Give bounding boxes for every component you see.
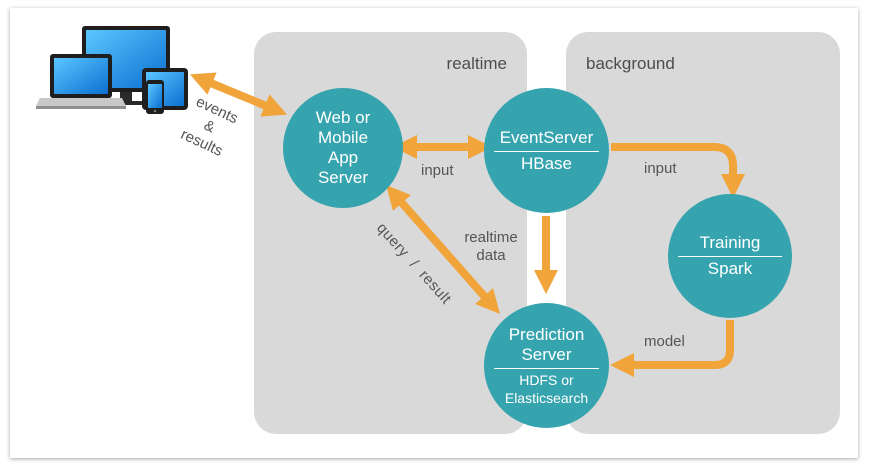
training-subtitle: Spark <box>707 259 753 278</box>
devices-illustration <box>36 26 188 114</box>
phone-icon <box>146 80 164 114</box>
prediction-divider <box>494 367 599 369</box>
arrow-devices-web <box>189 72 288 117</box>
training-title: Training <box>699 233 761 252</box>
training-divider <box>677 256 783 257</box>
realtime-data-line-2: data <box>476 247 506 264</box>
eventserver-title: EventServer <box>499 127 594 147</box>
background-panel-title: background <box>586 54 675 73</box>
prediction-subtitle-2: Elasticsearch <box>504 389 589 406</box>
arrow-eventserver-training <box>611 143 745 198</box>
laptop-icon <box>36 54 126 109</box>
web-node-line-1: Web or <box>315 108 371 127</box>
realtime-data-line-1: realtime <box>464 229 518 246</box>
realtime-data-label: realtime data <box>456 229 526 265</box>
arrow-web-prediction <box>386 185 500 314</box>
eventserver-subtitle: HBase <box>520 153 573 173</box>
web-node-line-2: Mobile <box>317 128 369 147</box>
training-node: Training Spark <box>668 194 792 318</box>
realtime-panel-title: realtime <box>446 54 507 73</box>
input-label-web: input <box>421 162 454 179</box>
web-node-line-3: App <box>327 148 359 167</box>
model-label: model <box>644 333 685 350</box>
eventserver-node: EventServer HBase <box>484 88 609 213</box>
web-mobile-app-server-node: Web or Mobile App Server <box>283 88 403 208</box>
prediction-subtitle-1: HDFS or <box>519 371 574 388</box>
prediction-title-2: Server <box>521 344 572 364</box>
eventserver-divider <box>494 150 599 152</box>
prediction-server-node: Prediction Server HDFS or Elasticsearch <box>484 303 609 428</box>
prediction-title-1: Prediction <box>508 324 585 344</box>
arrow-training-prediction <box>610 320 734 377</box>
input-label-training: input <box>644 160 677 177</box>
web-node-line-4: Server <box>317 168 369 187</box>
